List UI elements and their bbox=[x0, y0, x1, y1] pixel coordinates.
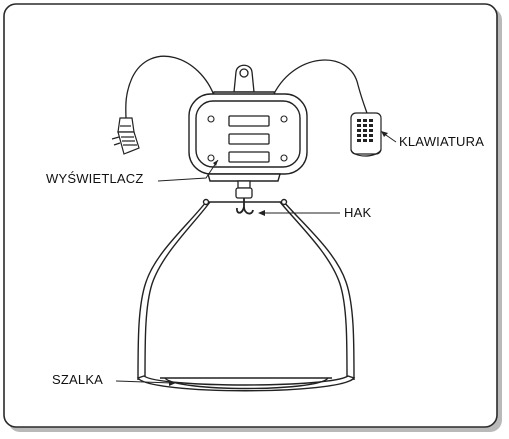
power-cable bbox=[125, 55, 216, 121]
display-panel bbox=[228, 115, 270, 163]
hook-label: HAK bbox=[344, 205, 372, 220]
keypad-cable bbox=[271, 59, 369, 117]
leader-lines bbox=[115, 132, 397, 384]
display-label: WYŚWIETLACZ bbox=[46, 171, 144, 186]
weighing-pan bbox=[136, 375, 356, 392]
keypad-icon bbox=[350, 112, 382, 157]
hook-icon bbox=[236, 198, 254, 215]
housing-screws bbox=[207, 115, 288, 162]
pan-label: SZALKA bbox=[52, 372, 104, 387]
power-plug-icon bbox=[111, 117, 140, 155]
frame-border bbox=[3, 3, 502, 432]
pan-hanger-frame bbox=[137, 198, 355, 381]
hanging-eyelet-icon bbox=[233, 64, 255, 93]
hook-neck bbox=[235, 180, 253, 199]
keypad-label: KLAWIATURA bbox=[399, 134, 485, 149]
arrow-heads bbox=[169, 131, 388, 386]
